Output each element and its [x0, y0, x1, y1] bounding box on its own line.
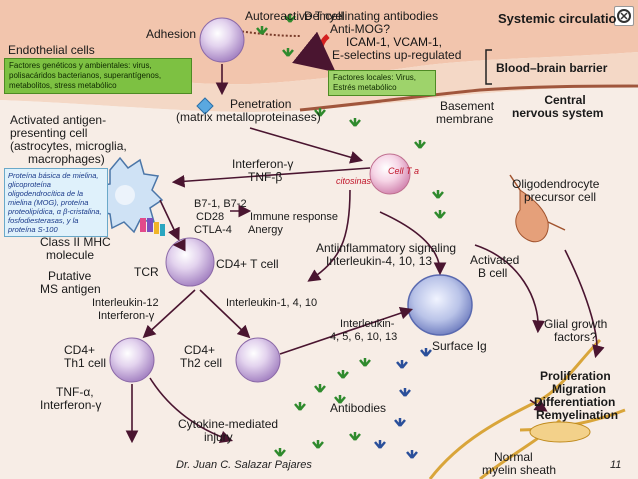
label-antiinflam-1: Antiinflammatory signaling — [316, 241, 457, 255]
label-b7: B7-1, B7-2 — [194, 198, 247, 210]
label-endothelial-cells: Endothelial cells — [8, 43, 95, 57]
label-mhc-2: molecule — [46, 248, 95, 262]
label-glial-2: factors? — [554, 330, 597, 344]
label-bbb: Blood–brain barrier — [496, 61, 608, 75]
footer-author: Dr. Juan C. Salazar Pajares — [176, 459, 312, 471]
label-th2-b: Th2 cell — [180, 356, 223, 370]
label-il12: Interleukin-12 — [92, 297, 159, 309]
label-tcr: TCR — [134, 265, 159, 279]
antibodies-green — [256, 14, 446, 457]
corner-logo-icon — [614, 6, 634, 26]
label-basement: Basement — [440, 99, 495, 113]
label-cns-2: nervous system — [512, 106, 604, 120]
label-putative-2: MS antigen — [40, 282, 101, 296]
cell-t-a — [369, 153, 411, 195]
label-cns-1: Central — [544, 93, 586, 107]
label-eselectins: E-selectins up-regulated — [332, 48, 462, 62]
label-normal-1: Normal — [494, 450, 533, 464]
label-apc-2: presenting cell — [10, 126, 88, 140]
label-il-b: Interleukin- — [340, 318, 395, 330]
label-surface-ig: Surface Ig — [432, 339, 487, 353]
label-citosinas: citosinas — [336, 176, 372, 186]
label-mmp: (matrix metalloproteinases) — [176, 110, 321, 124]
th2-cell — [235, 337, 281, 383]
label-icam: ICAM-1, VCAM-1, — [346, 35, 443, 49]
label-cd4-t-cell: CD4+ T cell — [216, 257, 279, 271]
label-ifn-gamma: Interferon-γ — [232, 157, 294, 171]
label-systemic-circulation: Systemic circulatio — [498, 11, 617, 26]
label-tnf-beta: TNF-β — [248, 170, 283, 184]
label-normal-2: myelin sheath — [482, 463, 557, 477]
label-demyelinating-antibodies: Demyelinating antibodies — [304, 9, 439, 23]
label-cytokine-2: injury — [204, 430, 233, 444]
th1-cell — [109, 337, 155, 383]
label-oligo-1: Oligodendrocyte — [512, 177, 600, 191]
label-migration: Migration — [552, 382, 606, 396]
oligodendrocyte-precursor — [515, 189, 549, 243]
label-penetration: Penetration — [230, 97, 292, 111]
label-antiinflam-2: Interleukin-4, 10, 13 — [326, 254, 433, 268]
label-mhc-1: Class II MHC — [40, 235, 111, 249]
label-glial-1: Glial growth — [544, 317, 608, 331]
label-apc-4: macrophages) — [28, 152, 105, 166]
label-il-b2: 4, 5, 6, 10, 13 — [330, 331, 398, 343]
label-ctla4: CTLA-4 — [194, 224, 232, 236]
label-membrane: membrane — [436, 112, 494, 126]
label-ifng-a: Interferon-γ — [98, 310, 155, 322]
label-tnf-alpha: TNF-α, — [56, 385, 94, 399]
box-factores-geneticos: Factores genéticos y ambientales: virus,… — [4, 58, 192, 94]
label-ifng-b: Interferon-γ — [40, 398, 102, 412]
label-th2-a: CD4+ — [184, 343, 216, 357]
label-immune-response: Immune response — [250, 211, 339, 223]
label-anti-mog: Anti-MOG? — [330, 22, 391, 36]
label-anergy: Anergy — [248, 224, 283, 236]
autoreactive-t-cell — [199, 17, 245, 63]
activated-b-cell — [407, 274, 473, 336]
label-oligo-2: precursor cell — [524, 190, 597, 204]
label-activated-b-2: B cell — [478, 266, 508, 280]
label-apc-1: Activated antigen- — [10, 113, 107, 127]
label-antibodies: Antibodies — [330, 401, 387, 415]
label-apc-3: (astrocytes, microglia, — [10, 139, 127, 153]
label-cytokine-1: Cytokine-mediated — [178, 417, 279, 431]
label-th1-b: Th1 cell — [64, 356, 107, 370]
label-proliferation: Proliferation — [540, 369, 611, 383]
label-remyelination: Remyelination — [536, 408, 619, 422]
label-il-1-4-10: Interleukin-1, 4, 10 — [226, 297, 318, 309]
box-proteina: Proteína básica de mielina, glicoproteín… — [4, 168, 108, 237]
label-th1-a: CD4+ — [64, 343, 96, 357]
label-differentiation: Differentiation — [534, 395, 616, 409]
label-activated-b-1: Activated — [470, 253, 520, 267]
box-factores-locales: Factores locales: Virus, Estrés metabóli… — [328, 70, 436, 96]
cd4-t-cell — [165, 237, 215, 287]
footer-page-number: 11 — [610, 459, 622, 471]
label-cell-t-a: Cell T a — [388, 166, 420, 176]
label-cd28: CD28 — [196, 211, 225, 223]
label-autoreactive-t-cell: Autoreactive T cell — [245, 9, 344, 23]
antibodies-blue — [374, 348, 432, 459]
label-putative-1: Putative — [48, 269, 92, 283]
label-adhesion: Adhesion — [146, 27, 197, 41]
